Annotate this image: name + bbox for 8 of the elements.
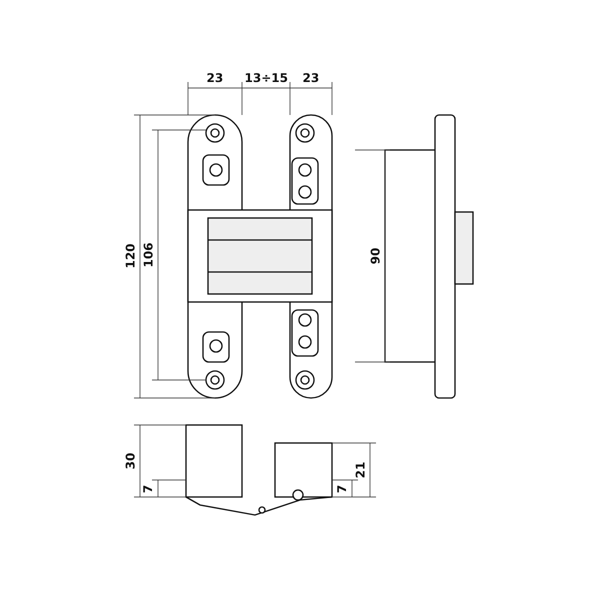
dimension-label: 23: [302, 71, 320, 85]
dimension-label: 23: [206, 71, 224, 85]
dimension-label: 21: [352, 460, 367, 480]
dimension-label: 106: [141, 241, 156, 269]
dimension-label: 30: [122, 452, 137, 470]
dimension-label: 13÷15: [244, 71, 289, 85]
dimension-label: 90: [368, 246, 382, 266]
dimension-label: 120: [123, 242, 138, 270]
